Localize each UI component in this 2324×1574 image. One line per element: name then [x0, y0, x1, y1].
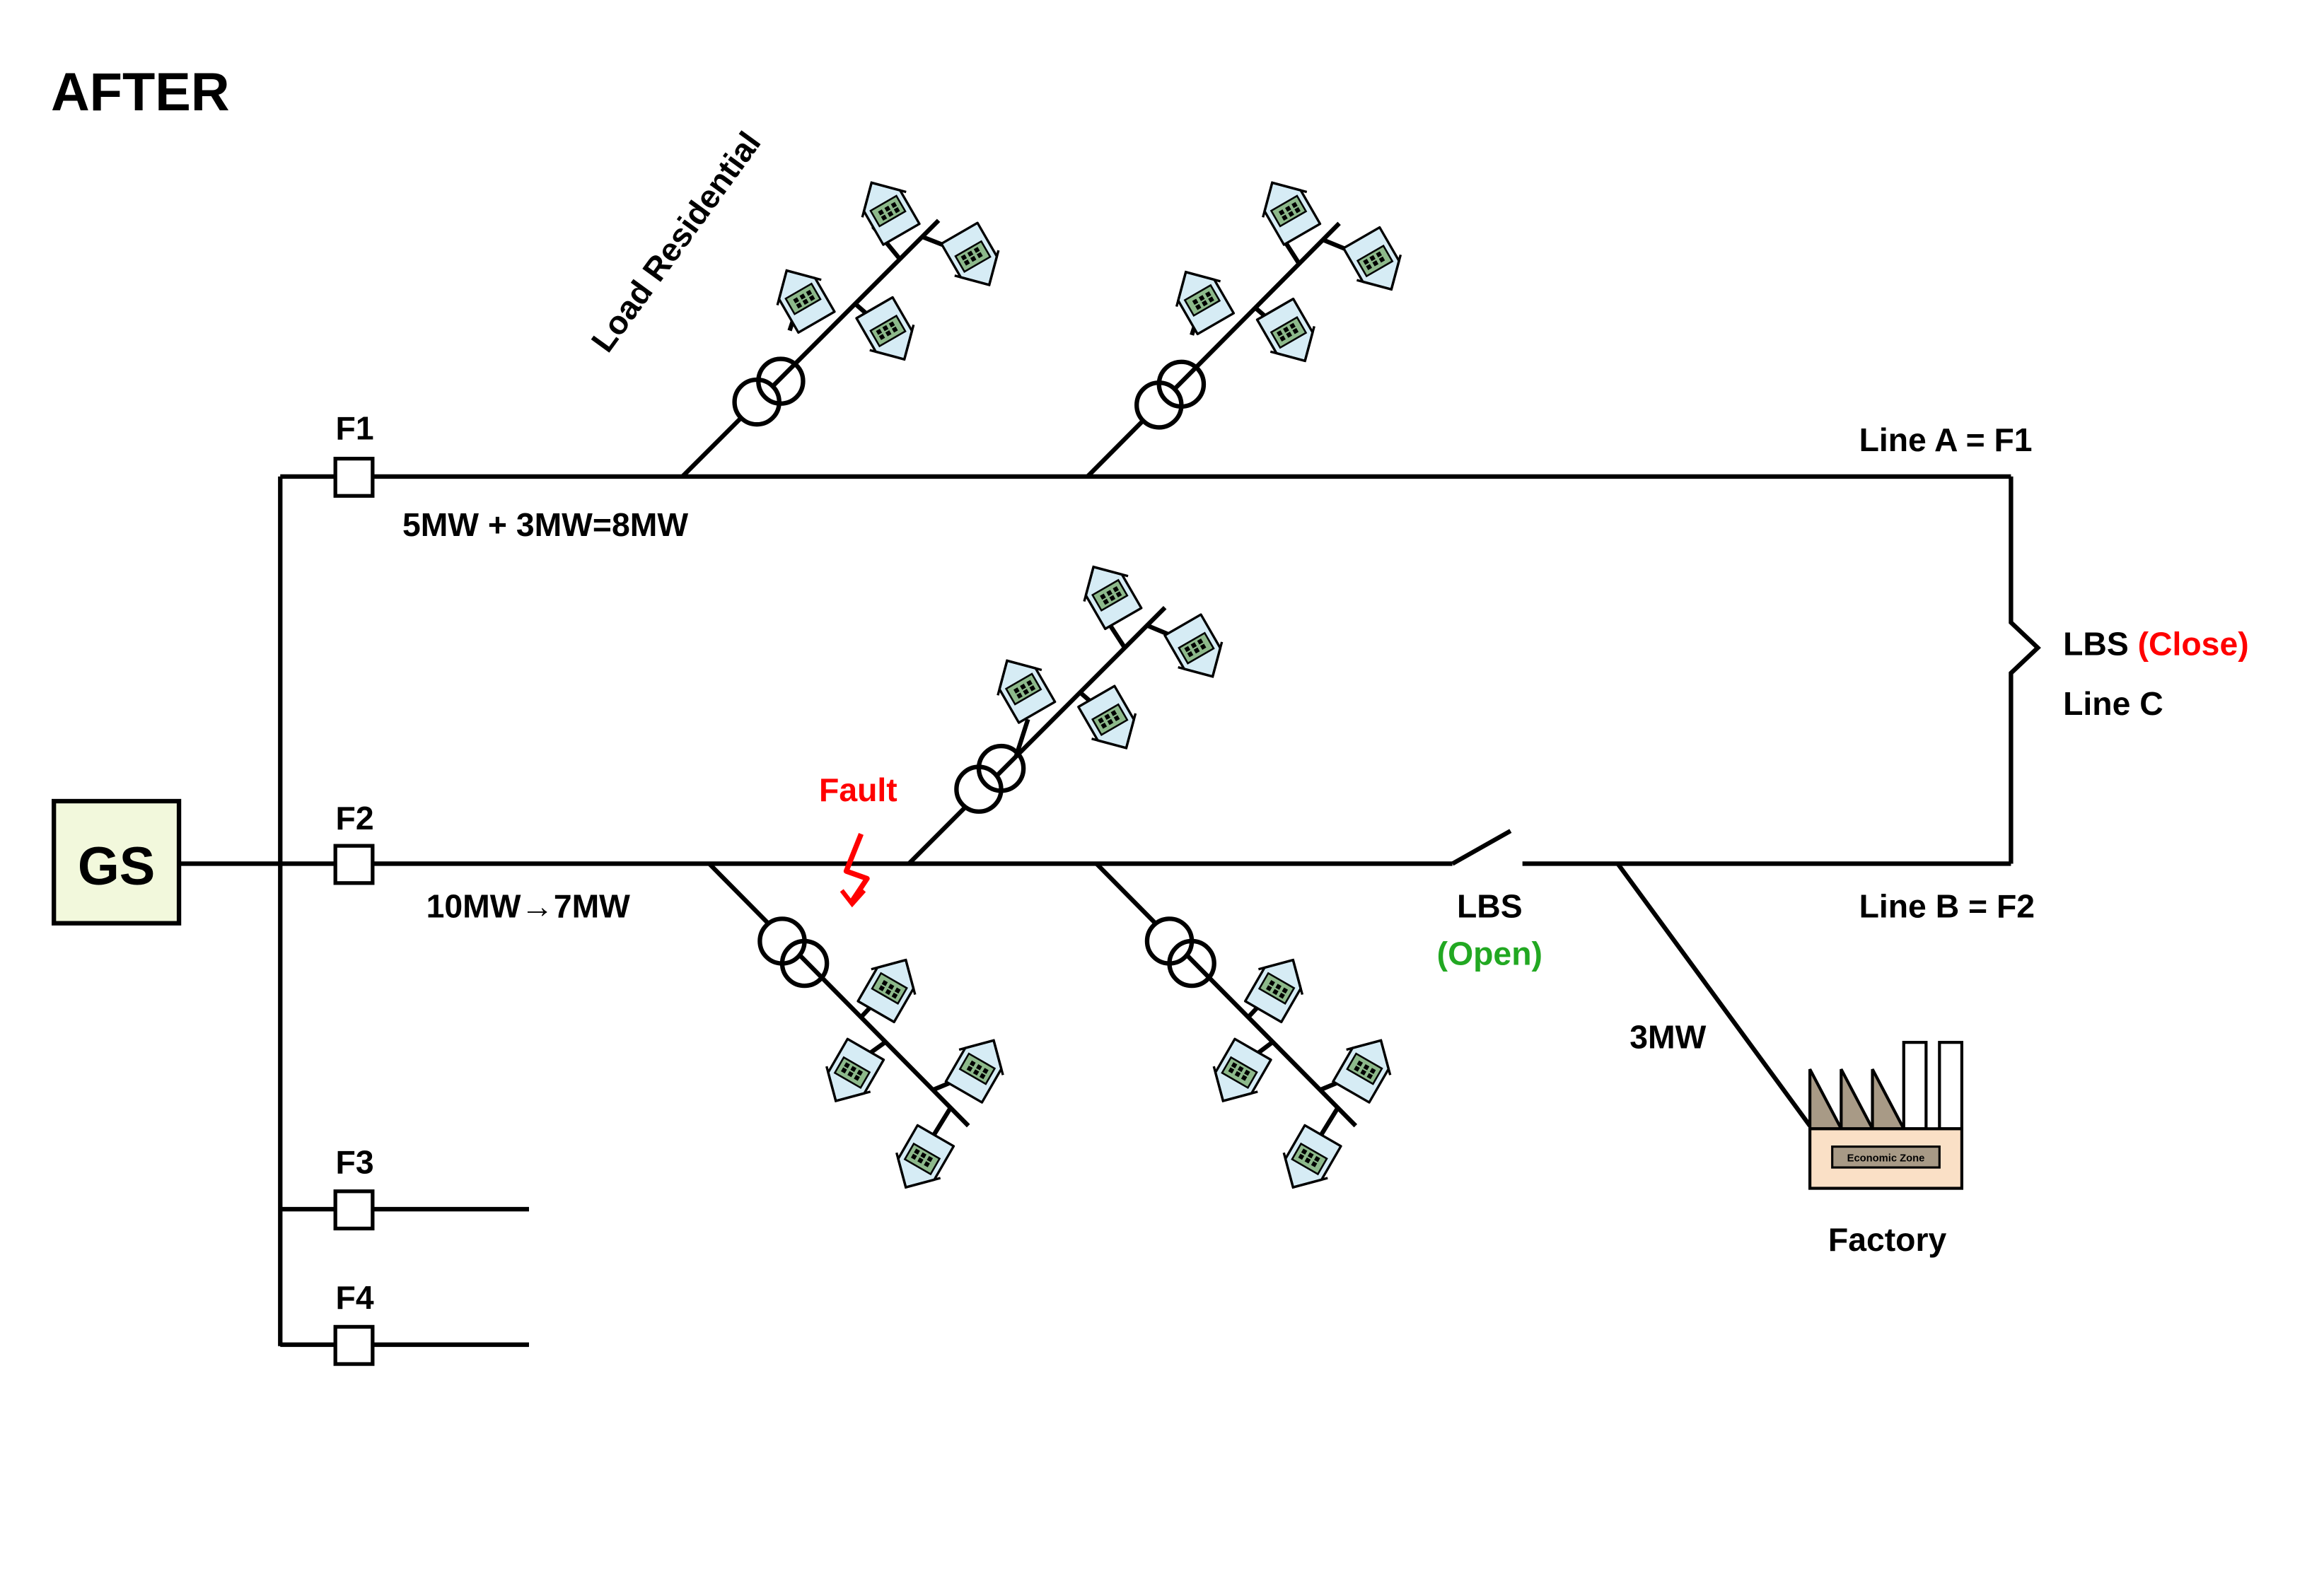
residential-branch-3: [907, 553, 1236, 865]
breaker-f4: [333, 1324, 375, 1366]
generating-station: GS: [52, 798, 182, 926]
transformer-icon: [732, 356, 806, 427]
house-icon: [1270, 1121, 1347, 1201]
lbs-close-prefix: LBS: [2063, 626, 2138, 663]
line-b-label: Line B = F2: [1859, 887, 2035, 924]
fault-label: Fault: [819, 771, 897, 808]
breaker-f2: [333, 844, 375, 885]
breaker-f3: [333, 1189, 375, 1231]
residential-branch-1: [680, 168, 1013, 479]
house-icon: [848, 168, 925, 248]
feeder-f4-label: F4: [336, 1279, 374, 1316]
lbs-open-state: (Open): [1437, 935, 1542, 972]
residential-branch-5: [1095, 862, 1405, 1201]
house-icon: [1163, 258, 1239, 338]
generating-station-label: GS: [78, 836, 156, 897]
breaker-f1: [333, 457, 375, 498]
house-icon: [1252, 295, 1328, 375]
feeder-f2-label: F2: [336, 800, 374, 836]
f1-load-label: 5MW + 3MW=8MW: [402, 506, 688, 543]
house-icon: [984, 646, 1060, 726]
transformer-icon: [954, 743, 1026, 814]
house-icon: [883, 1121, 959, 1201]
residential-branch-2: [1086, 168, 1415, 479]
lightning-bolt-icon: [839, 832, 870, 908]
lbs-close-state: (Close): [2138, 626, 2249, 663]
factory-feeder-line: [1615, 862, 1812, 1127]
line-c-label: Line C: [2063, 685, 2163, 722]
lbs-close-label: LBS (Close): [2063, 626, 2249, 663]
transformer-icon: [757, 916, 830, 989]
residential-branch-4: [707, 862, 1017, 1201]
house-icon: [1070, 553, 1146, 633]
house-icon: [1338, 223, 1415, 303]
house-icon: [936, 219, 1013, 299]
factory-label: Factory: [1828, 1221, 1947, 1258]
house-icon: [941, 1026, 1017, 1106]
transformer-icon: [1144, 916, 1216, 989]
house-icon: [1159, 611, 1236, 691]
economic-zone-label: Economic Zone: [1847, 1153, 1925, 1165]
house-icon: [1249, 168, 1325, 248]
house-icon: [1327, 1026, 1405, 1106]
f2-load-label: 10MW→7MW: [426, 887, 631, 924]
house-icon: [763, 257, 840, 337]
load-residential-label: Load Residential: [584, 125, 768, 358]
line-a-label: Line A = F1: [1859, 421, 2033, 458]
feeder-f3-label: F3: [336, 1143, 374, 1180]
house-icon: [851, 293, 928, 373]
feeder-f1-label: F1: [336, 409, 374, 446]
factory-load-label: 3MW: [1629, 1019, 1706, 1056]
factory-icon: Economic Zone: [1808, 1041, 1964, 1190]
lbs-open-label: LBS: [1457, 887, 1523, 924]
transformer-icon: [1134, 359, 1207, 430]
page-title: AFTER: [51, 62, 230, 122]
line-c: [2009, 476, 2041, 864]
load-break-switch-icon: [1451, 829, 1512, 866]
